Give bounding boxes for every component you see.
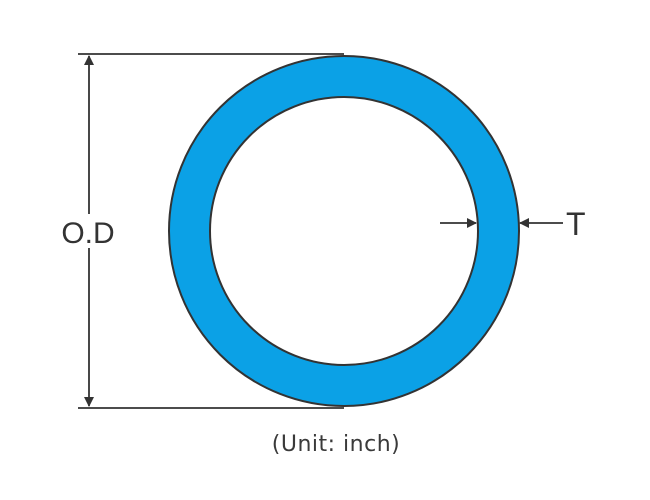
unit-caption: (Unit: inch) xyxy=(271,432,401,457)
tube-inner-bore xyxy=(209,96,479,366)
od-label: O.D xyxy=(61,217,114,250)
thickness-label: T xyxy=(566,206,586,242)
